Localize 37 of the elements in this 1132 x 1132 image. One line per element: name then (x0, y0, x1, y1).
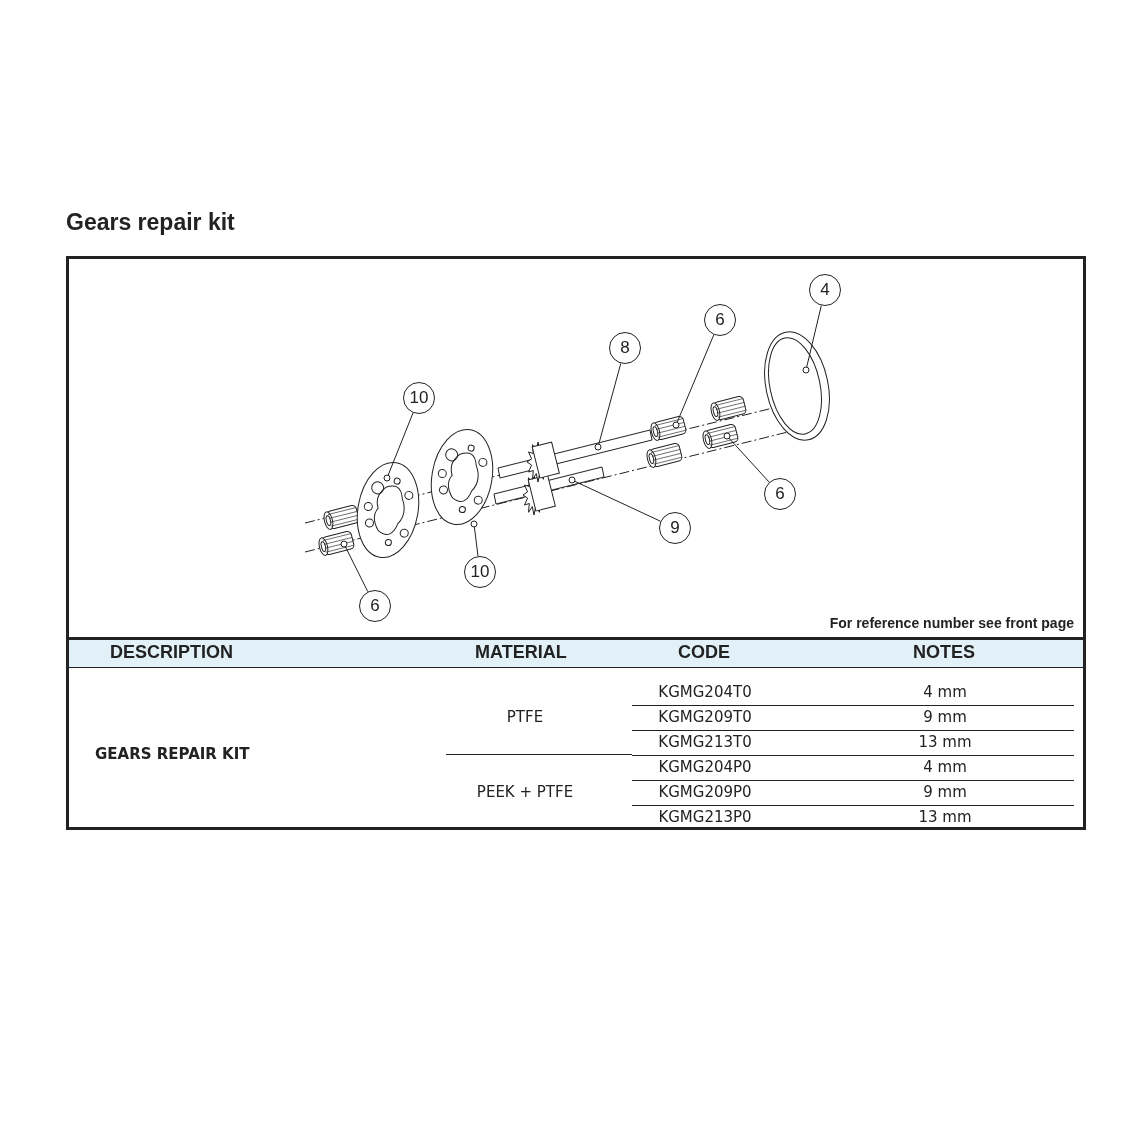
column-header: CODE (678, 642, 730, 663)
description-cell: GEARS REPAIR KIT (95, 745, 250, 763)
leader-line (594, 362, 622, 451)
notes-cell-text: 4 mm (922, 758, 968, 776)
leader-line (340, 540, 369, 593)
code-cell-text: KGMG204P0 (657, 758, 753, 776)
notes-cell-text: 9 mm (922, 708, 968, 726)
callout-number: 4 (809, 274, 841, 306)
callout-number: 10 (464, 556, 496, 588)
material-cell-text: PEEK + PTFE (475, 783, 575, 801)
callout-number: 8 (609, 332, 641, 364)
column-header: DESCRIPTION (110, 642, 233, 663)
callout-number: 6 (704, 304, 736, 336)
page-title: Gears repair kit (66, 209, 235, 236)
callout-number: 10 (403, 382, 435, 414)
callout-number: 9 (659, 512, 691, 544)
leader-line (470, 520, 479, 557)
notes-cell-text: 9 mm (922, 783, 968, 801)
leader-line (802, 305, 822, 374)
reference-note: For reference number see front page (829, 615, 1074, 631)
code-cell-text: KGMG213P0 (657, 808, 753, 826)
code-cell-text: KGMG204T0 (657, 683, 753, 701)
callout-number: 6 (764, 478, 796, 510)
material-cell-text: PTFE (505, 708, 545, 726)
notes-cell-text: 13 mm (917, 733, 973, 751)
leader-line (383, 412, 414, 482)
column-header: MATERIAL (475, 642, 567, 663)
notes-cell-text: 4 mm (922, 683, 968, 701)
code-cell-text: KGMG213T0 (657, 733, 753, 751)
callout-number: 6 (359, 590, 391, 622)
leader-line (723, 432, 770, 483)
code-cell-text: KGMG209T0 (657, 708, 753, 726)
code-cell-text: KGMG209P0 (657, 783, 753, 801)
leader-line (672, 334, 715, 429)
notes-cell-text: 13 mm (917, 808, 973, 826)
column-header: NOTES (913, 642, 975, 663)
leader-line (568, 476, 661, 522)
